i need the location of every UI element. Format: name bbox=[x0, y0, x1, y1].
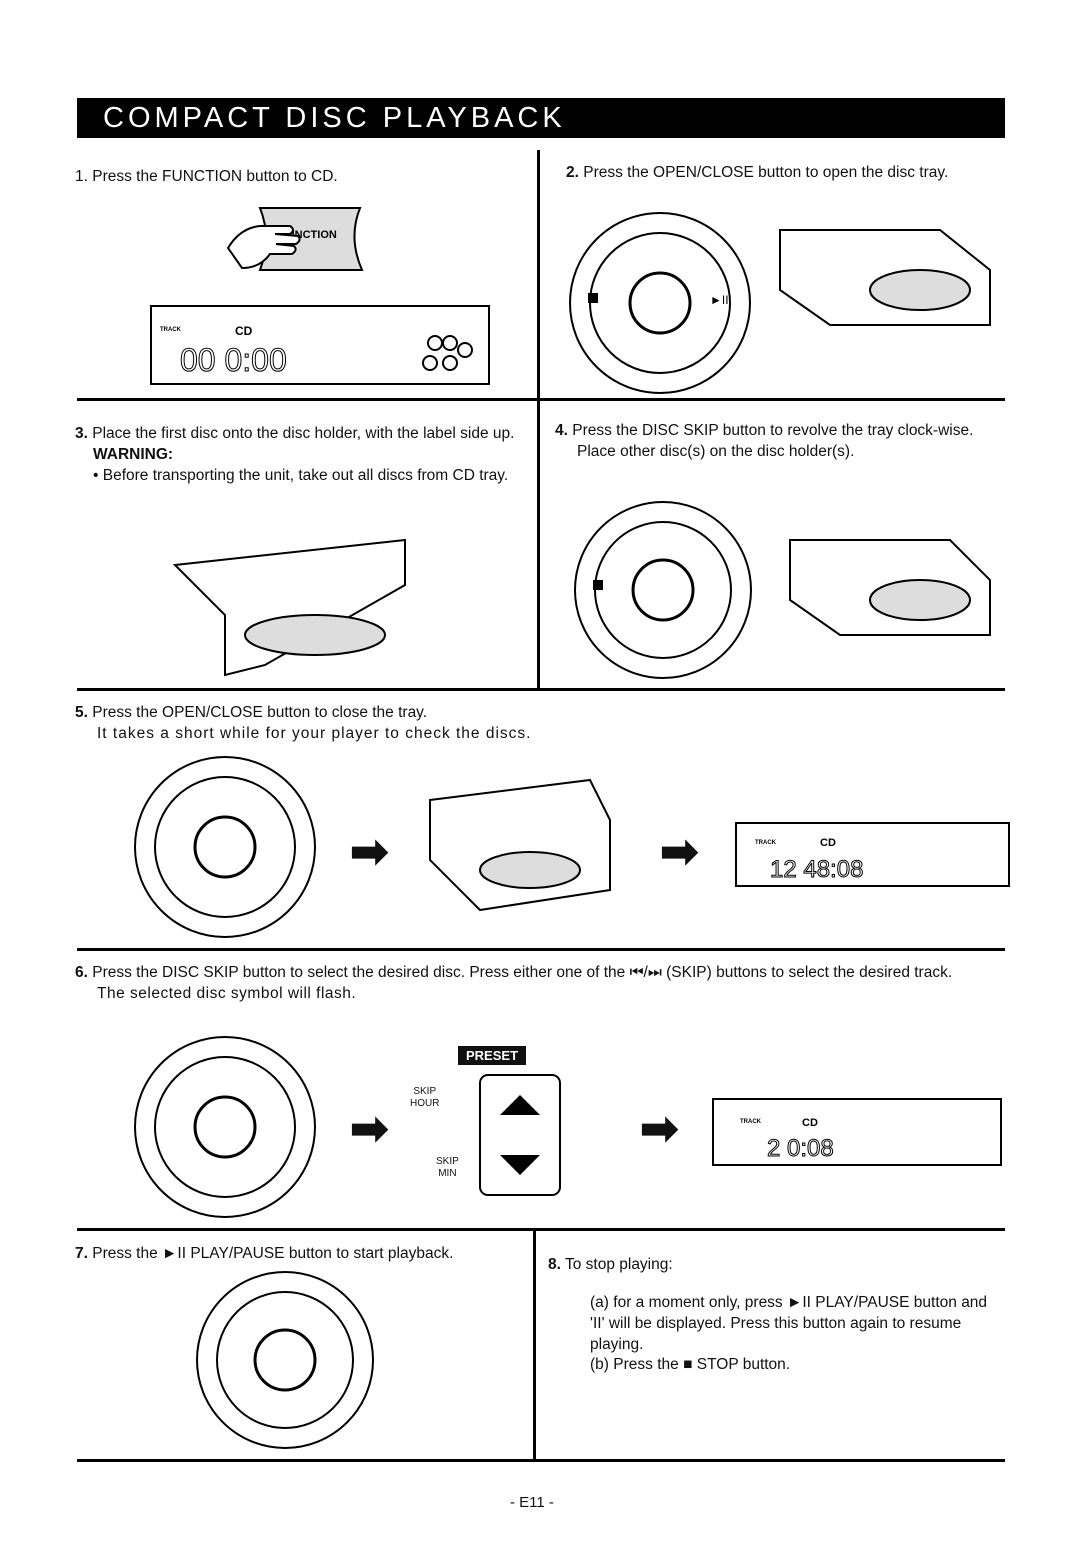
svg-text:00 0:00: 00 0:00 bbox=[180, 342, 287, 378]
step-7-number: 7. bbox=[75, 1245, 88, 1262]
divider-h3 bbox=[77, 948, 1005, 951]
stop-icon: ■ bbox=[683, 1356, 693, 1373]
skip-buttons-icon bbox=[479, 1074, 561, 1196]
svg-text:2 0:08: 2 0:08 bbox=[767, 1135, 834, 1162]
dial-icon-step7 bbox=[196, 1271, 374, 1449]
step-5: 5. Press the OPEN/CLOSE button to close … bbox=[75, 702, 995, 744]
step-1: 1. Press the FUNCTION button to CD. bbox=[75, 166, 515, 187]
step-6-text-a: Press the DISC SKIP button to select the… bbox=[92, 964, 626, 981]
disc-tray-icon-step4 bbox=[789, 539, 991, 636]
step-8-b: (b) Press the ■ STOP button. bbox=[590, 1356, 791, 1373]
svg-text:TRACK: TRACK bbox=[755, 840, 777, 846]
function-button-icon: FUNCTION bbox=[226, 207, 364, 271]
dial-icon-step5 bbox=[134, 756, 316, 938]
divider-vertical-bottom bbox=[533, 1230, 536, 1460]
arrow-right-icon: ➡ bbox=[350, 825, 389, 877]
step-8-a: (a) for a moment only, press ►II PLAY/PA… bbox=[590, 1294, 988, 1353]
title-bar bbox=[77, 98, 1005, 138]
step-2-text: Press the OPEN/CLOSE button to open the … bbox=[583, 164, 949, 181]
warning-text: • Before transporting the unit, take out… bbox=[93, 467, 509, 484]
step-4-text: Press the DISC SKIP button to revolve th… bbox=[572, 422, 974, 439]
dial-icon-step4 bbox=[574, 501, 752, 679]
preset-label: PRESET bbox=[458, 1046, 527, 1065]
step-8-text: To stop playing: bbox=[564, 1256, 673, 1273]
lcd-display-3: TRACK CD 2 0:08 bbox=[712, 1098, 1002, 1166]
disc-tray-icon-step3 bbox=[172, 538, 406, 677]
step-5-text: Press the OPEN/CLOSE button to close the… bbox=[92, 704, 428, 721]
skip-back-icon: ⏮/⏭ bbox=[629, 964, 662, 981]
step-7-text-b: PLAY/PAUSE button to start playback. bbox=[190, 1245, 454, 1262]
step-4-sub: Place other disc(s) on the disc holder(s… bbox=[577, 443, 855, 460]
step-3-text: Place the first disc onto the disc holde… bbox=[92, 425, 515, 442]
step-1-number: 1. bbox=[75, 168, 88, 185]
page-number: - E11 - bbox=[510, 1494, 554, 1511]
svg-text:12 48:08: 12 48:08 bbox=[770, 856, 863, 883]
svg-text:TRACK: TRACK bbox=[160, 327, 182, 333]
play-pause-icon-2: ►II bbox=[787, 1294, 811, 1311]
svg-text:CD: CD bbox=[802, 1117, 818, 1129]
step-2: 2. Press the OPEN/CLOSE button to open t… bbox=[566, 162, 986, 183]
svg-text:TRACK: TRACK bbox=[740, 1119, 762, 1125]
dial-icon-step6 bbox=[134, 1036, 316, 1218]
warning-label: WARNING: bbox=[93, 446, 174, 463]
step-6-text-b: (SKIP) buttons to select the desired tra… bbox=[666, 964, 953, 981]
page-title: COMPACT DISC PLAYBACK bbox=[103, 102, 566, 134]
disc-tray-icon-step5 bbox=[429, 778, 611, 912]
dial-icon: ►II bbox=[569, 212, 751, 394]
step-3-number: 3. bbox=[75, 425, 88, 442]
step-7-text-a: Press the bbox=[92, 1245, 158, 1262]
divider-vertical-top bbox=[537, 150, 540, 690]
svg-text:CD: CD bbox=[235, 324, 253, 338]
divider-h4 bbox=[77, 1228, 1005, 1231]
step-5-number: 5. bbox=[75, 704, 88, 721]
step-6: 6. Press the DISC SKIP button to select … bbox=[75, 962, 1005, 1004]
svg-text:►II: ►II bbox=[710, 293, 729, 307]
step-6-sub: The selected disc symbol will flash. bbox=[97, 985, 357, 1002]
step-4: 4. Press the DISC SKIP button to revolve… bbox=[555, 420, 1005, 462]
lcd-display-1: TRACK CD 00 0:00 bbox=[150, 305, 490, 385]
step-8: 8. To stop playing: bbox=[548, 1254, 998, 1275]
step-2-number: 2. bbox=[566, 164, 579, 181]
step-3: 3. Place the first disc onto the disc ho… bbox=[75, 423, 525, 486]
divider-bottom bbox=[77, 1459, 1005, 1462]
lcd-display-2: TRACK CD 12 48:08 bbox=[735, 822, 1010, 887]
divider-h2 bbox=[77, 688, 1005, 691]
arrow-right-icon-3: ➡ bbox=[350, 1102, 389, 1154]
step-8-number: 8. bbox=[548, 1256, 561, 1273]
arrow-right-icon-4: ➡ bbox=[640, 1102, 679, 1154]
disc-tray-icon bbox=[779, 229, 991, 326]
divider-h1 bbox=[77, 398, 1005, 401]
step-1-text: Press the FUNCTION button to CD. bbox=[92, 168, 338, 185]
svg-text:CD: CD bbox=[820, 837, 836, 849]
arrow-right-icon-2: ➡ bbox=[660, 825, 699, 877]
step-4-number: 4. bbox=[555, 422, 568, 439]
step-5-sub: It takes a short while for your player t… bbox=[97, 725, 532, 742]
step-6-number: 6. bbox=[75, 964, 88, 981]
pause-icon: II bbox=[592, 1315, 602, 1332]
step-7: 7. Press the ►II PLAY/PAUSE button to st… bbox=[75, 1243, 525, 1264]
play-pause-icon: ►II bbox=[162, 1245, 187, 1262]
